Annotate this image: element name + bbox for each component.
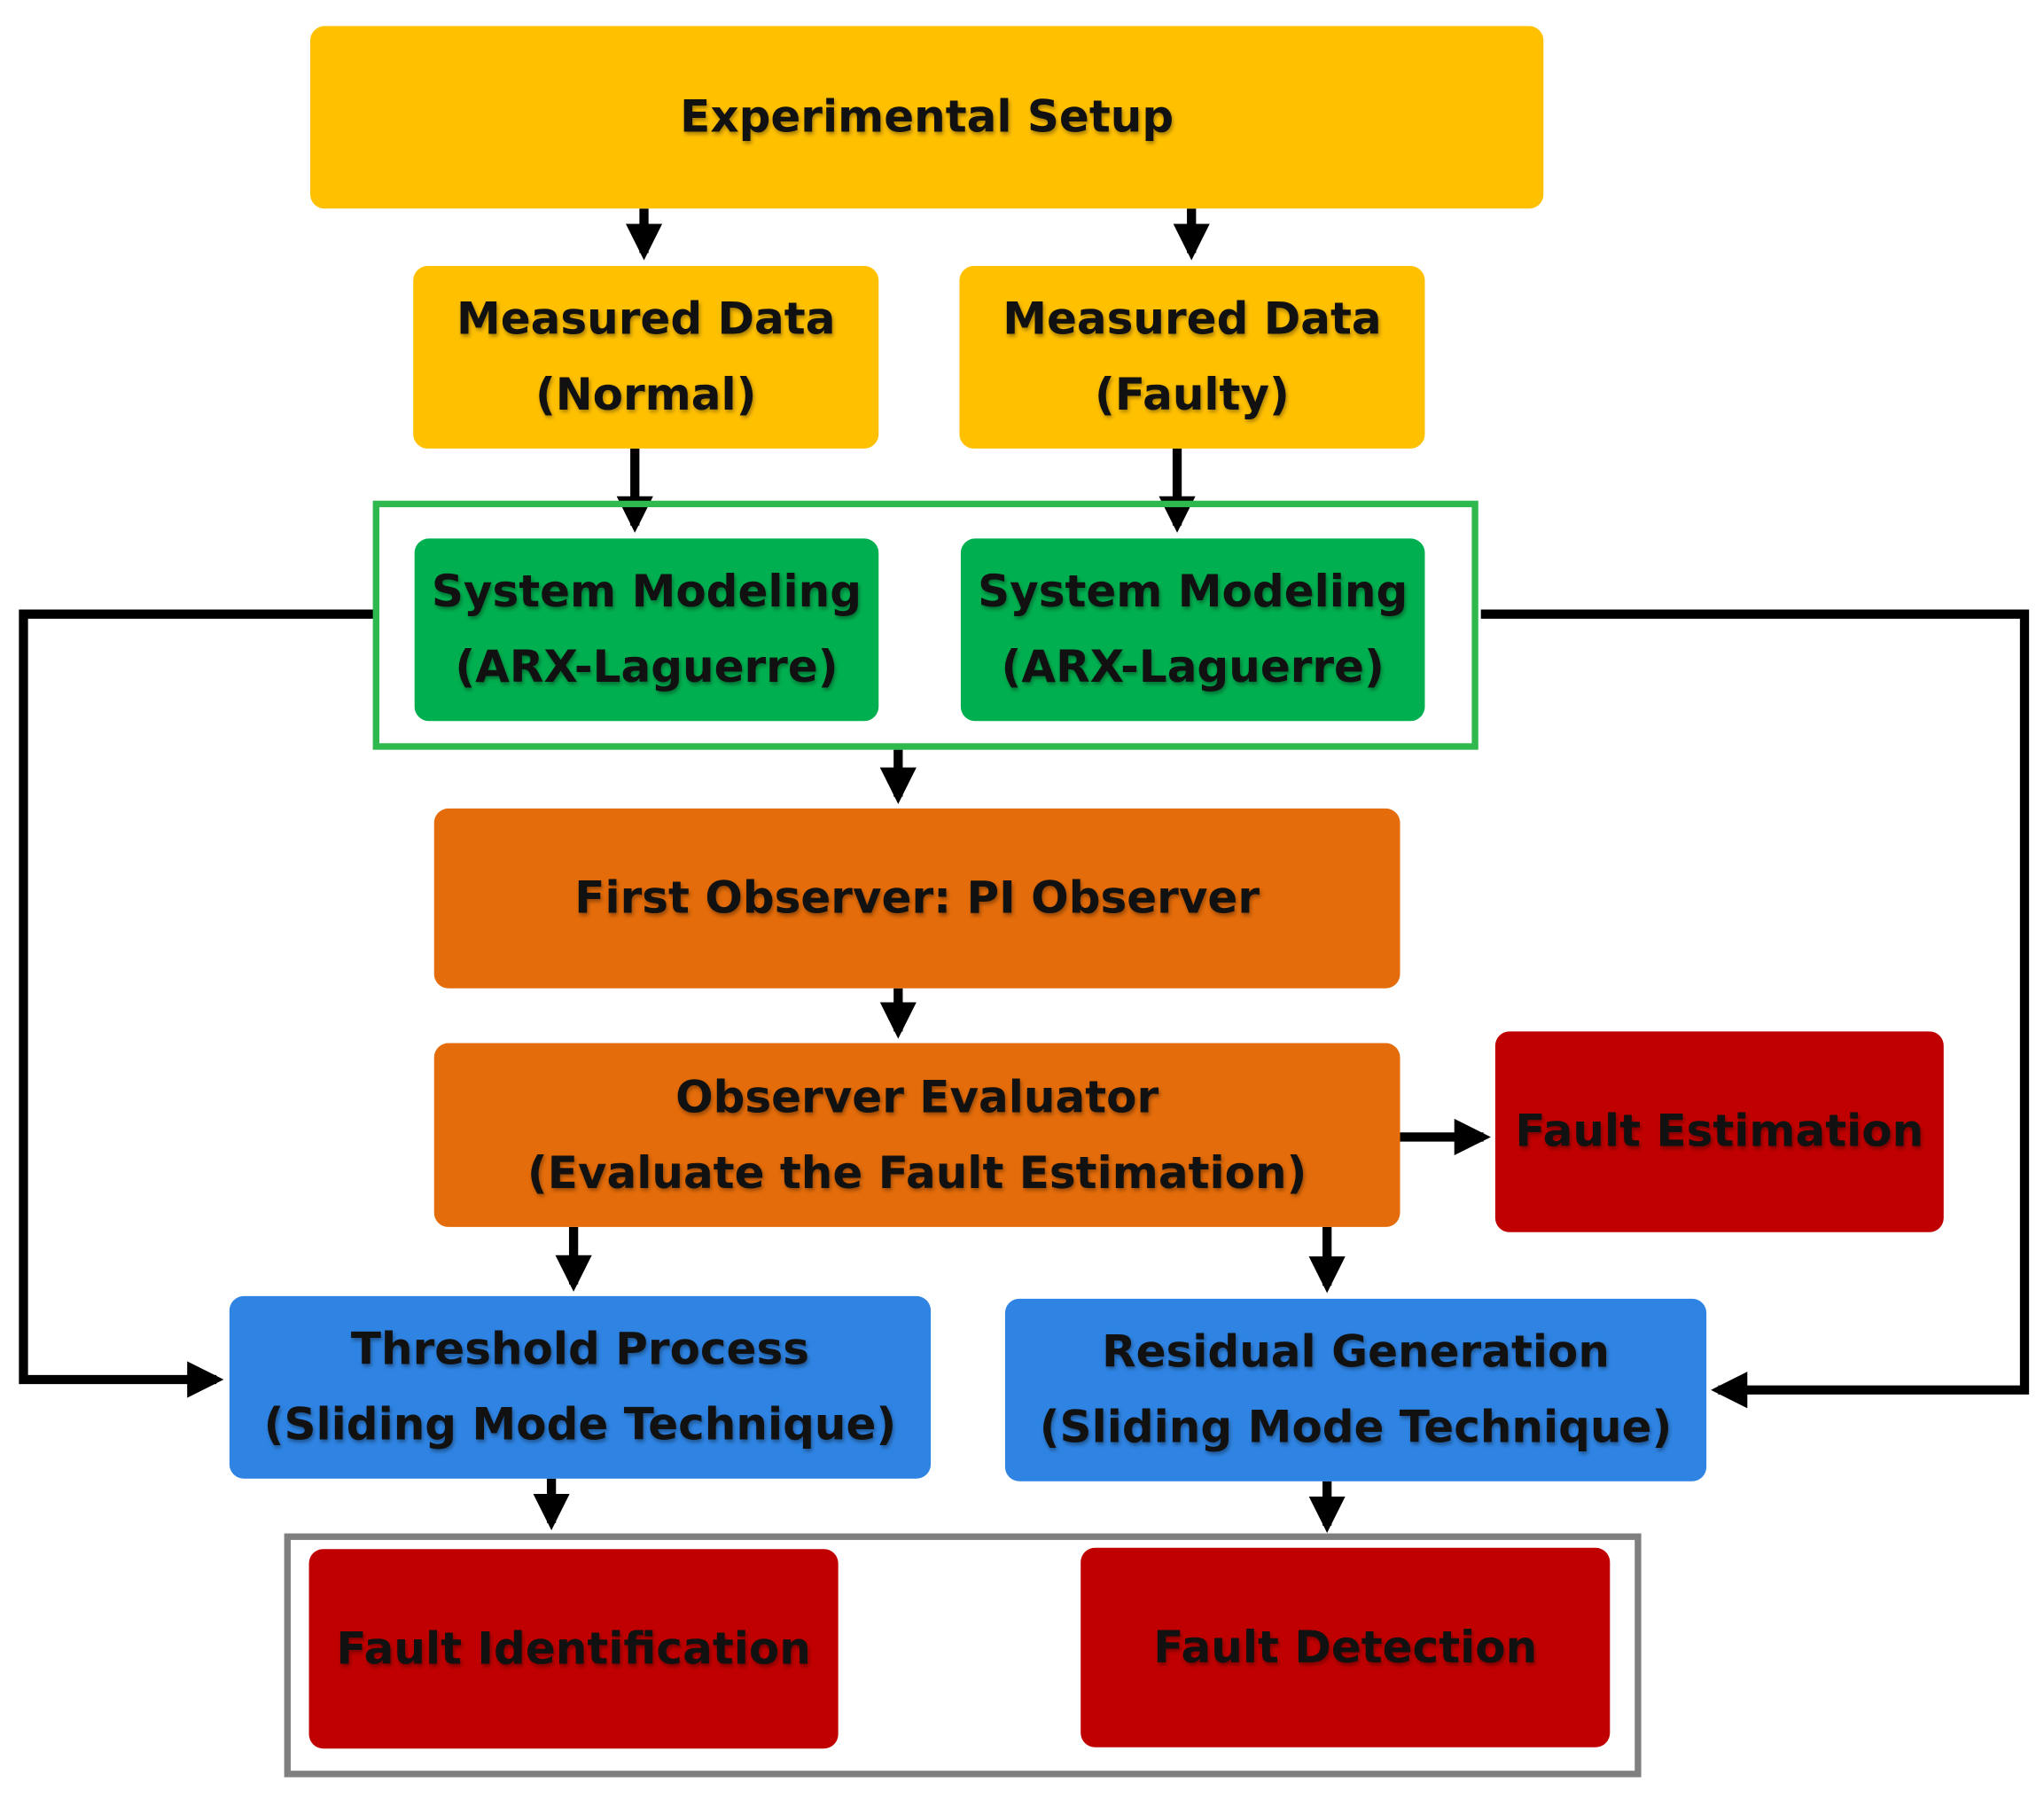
observer-evaluator-title: Observer Evaluator: [675, 1071, 1159, 1124]
system-modeling-normal-box: System Modeling (ARX-Laguerre): [414, 538, 879, 722]
measured-data-normal-box: Measured Data (Normal): [413, 266, 879, 449]
measured-data-faulty-subtitle: (Faulty): [1094, 369, 1290, 422]
threshold-process-box: Threshold Process (Sliding Mode Techniqu…: [229, 1295, 932, 1479]
arrow-modeling-to-residual-loop: [1480, 609, 2030, 1409]
measured-data-faulty-title: Measured Data: [1002, 293, 1382, 346]
system-modeling-faulty-subtitle: (ARX-Laguerre): [1001, 641, 1385, 694]
fault-identification-label: Fault Identification: [336, 1622, 811, 1676]
observer-evaluator-subtitle: (Evaluate the Fault Estimation): [527, 1146, 1307, 1200]
fault-estimation-box: Fault Estimation: [1494, 1031, 1944, 1232]
fault-detection-box: Fault Detection: [1081, 1547, 1611, 1747]
result-group-frame: [284, 1533, 1642, 1778]
system-modeling-faulty-title: System Modeling: [978, 566, 1408, 619]
modeling-group-frame: [372, 500, 1478, 750]
residual-generation-subtitle: (Sliding Mode Technique): [1039, 1402, 1673, 1454]
measured-data-normal-subtitle: (Normal): [534, 369, 757, 422]
measured-data-faulty-box: Measured Data (Faulty): [959, 266, 1425, 449]
measured-data-normal-title: Measured Data: [456, 293, 836, 346]
system-modeling-faulty-box: System Modeling (ARX-Laguerre): [960, 538, 1425, 722]
residual-generation-title: Residual Generation: [1102, 1325, 1610, 1379]
fault-detection-label: Fault Detection: [1153, 1621, 1538, 1674]
first-observer-box: First Observer: PI Observer: [433, 808, 1400, 989]
fault-estimation-label: Fault Estimation: [1515, 1106, 1924, 1158]
residual-generation-box: Residual Generation (Sliding Mode Techni…: [1004, 1298, 1707, 1482]
system-modeling-normal-subtitle: (ARX-Laguerre): [455, 641, 839, 694]
experimental-setup-box: Experimental Setup: [310, 26, 1544, 209]
threshold-process-title: Threshold Process: [350, 1323, 810, 1376]
observer-evaluator-box: Observer Evaluator (Evaluate the Fault E…: [433, 1043, 1400, 1227]
system-modeling-normal-title: System Modeling: [431, 566, 862, 619]
experimental-setup-label: Experimental Setup: [680, 90, 1174, 144]
arrow-modeling-to-threshold-loop: [19, 609, 376, 1398]
fault-identification-box: Fault Identification: [308, 1549, 839, 1749]
first-observer-label: First Observer: PI Observer: [574, 872, 1260, 925]
threshold-process-subtitle: (Sliding Mode Technique): [263, 1399, 897, 1451]
